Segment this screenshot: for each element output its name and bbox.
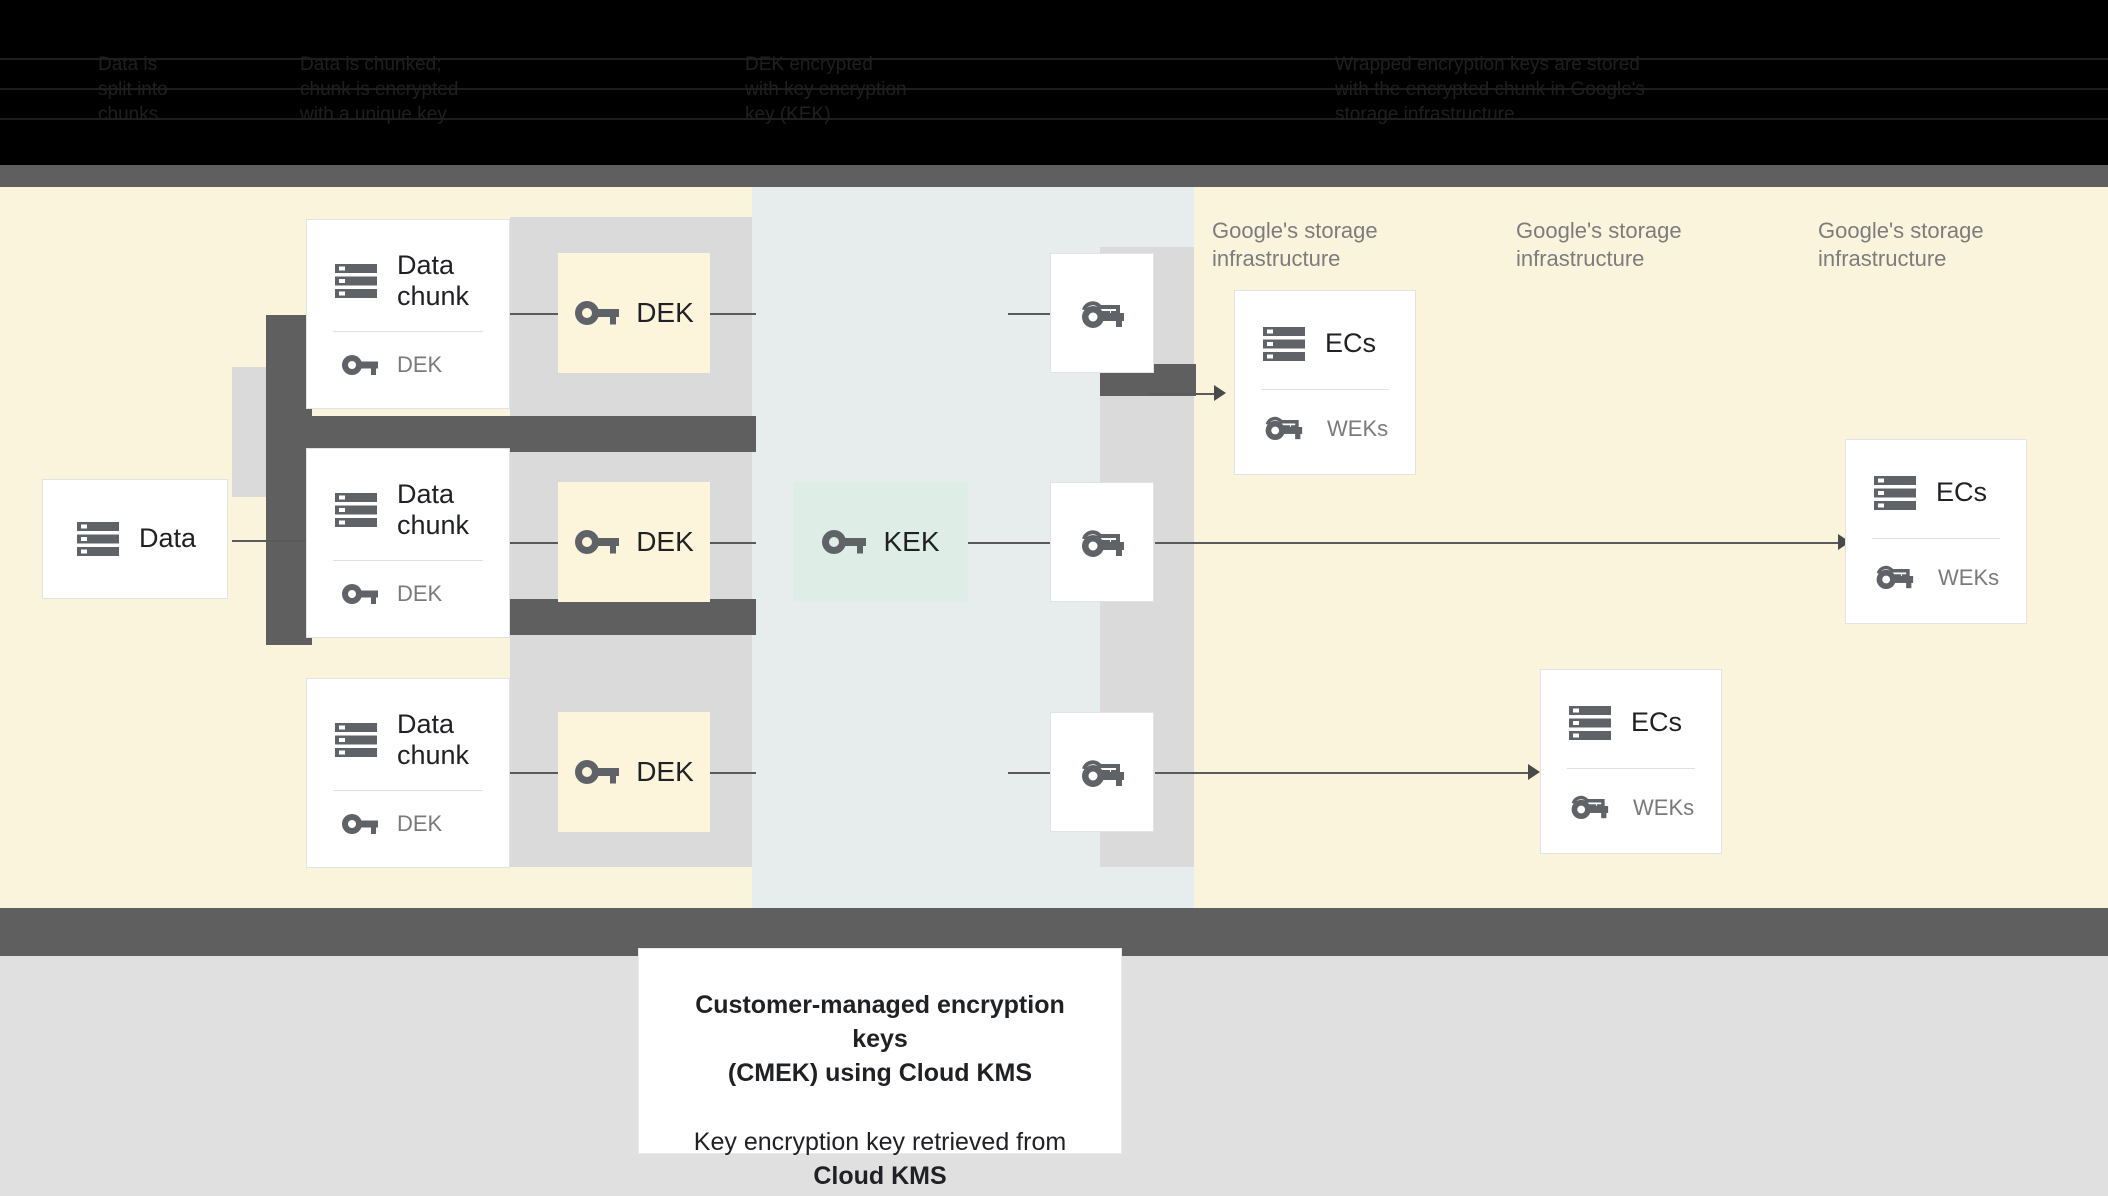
ec-card-key-label: WEKs (1633, 795, 1695, 820)
storage-label-2: Google's storage infrastructure (1516, 218, 1682, 271)
card-divider (333, 559, 483, 561)
wrapped-key-icon (1263, 412, 1309, 446)
chunk-card-3[interactable]: Data chunk DEK (306, 678, 510, 868)
card-divider (1261, 389, 1389, 390)
connector-chunk1-dek (510, 313, 558, 315)
dek-chip-1[interactable]: DEK (558, 253, 710, 373)
caption-line-4: Cloud KMS (813, 1162, 947, 1190)
key-icon (341, 581, 379, 607)
caption-box: Customer-managed encryption keys (CMEK) … (638, 948, 1122, 1190)
key-icon (574, 756, 620, 788)
key-icon (574, 526, 620, 558)
wrapped-key-icon (1079, 755, 1125, 789)
key-icon (341, 811, 379, 837)
ec-card-key-label: WEKs (1938, 565, 2000, 590)
ec-card-1[interactable]: ECs WEKs (1234, 290, 1416, 475)
arrow-line-ec-top (1150, 393, 1220, 395)
caption-line-1: Customer-managed encryption keys (695, 991, 1065, 1053)
connector-kek-to-wek1 (1008, 313, 1052, 315)
connector-data-to-chunks (232, 540, 310, 542)
chunk-card-title: Data chunk (397, 479, 470, 541)
diagram-canvas: Data Data chunk DEK (0, 187, 2108, 908)
server-stack-icon (1567, 700, 1613, 746)
data-card-title: Data (139, 523, 197, 554)
header-text-3: DEK encrypted with key encryption key (K… (745, 54, 907, 125)
ec-card-title: ECs (1325, 328, 1377, 359)
key-icon (574, 297, 620, 329)
arrow-line-ec-bottom (1155, 772, 1535, 774)
connector-dek1-out (710, 313, 756, 315)
connector-chunk2-dek (510, 542, 558, 544)
chunk-card-key-label: DEK (397, 351, 443, 377)
server-stack-icon (1261, 321, 1307, 367)
server-stack-icon (333, 487, 379, 533)
header-text-2: Data is chunked; chunk is encrypted with… (300, 54, 459, 125)
ec-card-key-label: WEKs (1327, 416, 1389, 441)
caption-line-2: (CMEK) using Cloud KMS (727, 1058, 1033, 1087)
dek-chip-label: DEK (636, 297, 694, 328)
kek-chip-label: KEK (883, 526, 940, 557)
ec-card-3[interactable]: ECs WEKs (1540, 669, 1722, 854)
server-stack-icon (333, 717, 379, 763)
kek-chip[interactable]: KEK (793, 482, 968, 602)
server-stack-icon (333, 258, 379, 304)
header-text-4: Wrapped encryption keys are stored with … (1335, 54, 1645, 125)
connector-chunk3-dek (510, 772, 558, 774)
connector-kek-to-wek2 (968, 542, 1052, 544)
connector-kek-to-wek3 (1008, 772, 1052, 774)
wrapped-key-icon (1874, 561, 1920, 595)
caption-line-3: Key encryption key retrieved from (693, 1128, 1067, 1157)
artifact-block-2 (266, 416, 756, 452)
chunk-card-title: Data chunk (397, 250, 470, 312)
chunk-card-1[interactable]: Data chunk DEK (306, 219, 510, 409)
ec-card-title: ECs (1631, 707, 1683, 738)
server-stack-icon (1872, 470, 1918, 516)
ec-card-title: ECs (1936, 477, 1988, 508)
wek-box-3[interactable] (1050, 712, 1154, 832)
wrapped-key-icon (1569, 791, 1615, 825)
arrow-line-ec-right (1155, 542, 1845, 544)
dek-chip-3[interactable]: DEK (558, 712, 710, 832)
chunk-card-key-label: DEK (397, 580, 443, 606)
arrow-head-ec-bottom (1528, 764, 1540, 780)
storage-label-1: Google's storage infrastructure (1212, 218, 1378, 271)
wek-box-2[interactable] (1050, 482, 1154, 602)
storage-label-3: Google's storage infrastructure (1818, 218, 1984, 271)
wrapped-key-icon (1079, 525, 1125, 559)
arrow-head-ec-top (1214, 385, 1226, 401)
artifact-block-1 (266, 315, 312, 645)
card-divider (333, 330, 483, 332)
chunk-card-2[interactable]: Data chunk DEK (306, 448, 510, 638)
dek-chip-label: DEK (636, 526, 694, 557)
key-icon (821, 526, 867, 558)
header-text-1: Data is split into chunks (98, 54, 168, 125)
card-divider (1567, 768, 1695, 769)
connector-dek3-out (710, 772, 756, 774)
data-card[interactable]: Data (42, 479, 228, 599)
key-icon (341, 352, 379, 378)
card-divider (1872, 538, 2000, 539)
chunk-card-key-label: DEK (397, 810, 443, 836)
wrapped-key-icon (1079, 296, 1125, 330)
server-stack-icon (75, 516, 121, 562)
wek-box-1[interactable] (1050, 253, 1154, 373)
band-divider-top (0, 165, 2108, 187)
dek-chip-2[interactable]: DEK (558, 482, 710, 602)
dek-chip-label: DEK (636, 756, 694, 787)
header-band: Data is split into chunks Data is chunke… (0, 0, 2108, 165)
ec-card-2[interactable]: ECs WEKs (1845, 439, 2027, 624)
chunk-card-title: Data chunk (397, 709, 470, 771)
connector-dek2-out (710, 542, 756, 544)
card-divider (333, 789, 483, 791)
